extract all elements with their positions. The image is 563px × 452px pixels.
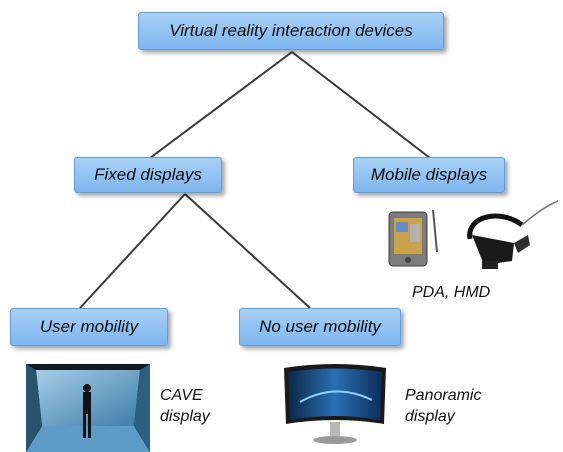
node-fixed-displays-label: Fixed displays	[94, 165, 202, 184]
node-user-mobility: User mobility	[10, 308, 168, 346]
caption-panoramic: Panoramic display	[405, 385, 481, 427]
panoramic-monitor-image	[284, 364, 386, 444]
node-root-label: Virtual reality interaction devices	[169, 21, 413, 40]
node-fixed-displays: Fixed displays	[74, 157, 222, 193]
hmd-image	[467, 200, 559, 269]
node-mobile-displays-label: Mobile displays	[370, 165, 488, 184]
edge-fixed-no-user-mobility	[184, 193, 311, 309]
cave-image	[26, 364, 150, 452]
edge-fixed-user-mobility	[79, 193, 186, 309]
caption-pda-hmd: PDA, HMD	[412, 284, 491, 301]
caption-cave-line2: display	[160, 408, 210, 425]
caption-cave: CAVE display	[160, 385, 210, 427]
caption-panoramic-line2: display	[405, 408, 455, 425]
caption-panoramic-line1: Panoramic	[405, 387, 482, 404]
node-no-user-mobility: No user mobility	[239, 308, 401, 346]
edge-root-fixed	[149, 51, 293, 159]
node-mobile-displays: Mobile displays	[353, 157, 505, 193]
node-no-user-mobility-label: No user mobility	[259, 317, 381, 336]
node-root: Virtual reality interaction devices	[138, 12, 444, 50]
pda-image	[388, 209, 438, 267]
node-user-mobility-label: User mobility	[39, 317, 139, 336]
caption-cave-line1: CAVE	[160, 387, 203, 404]
edge-root-mobile	[291, 51, 431, 159]
